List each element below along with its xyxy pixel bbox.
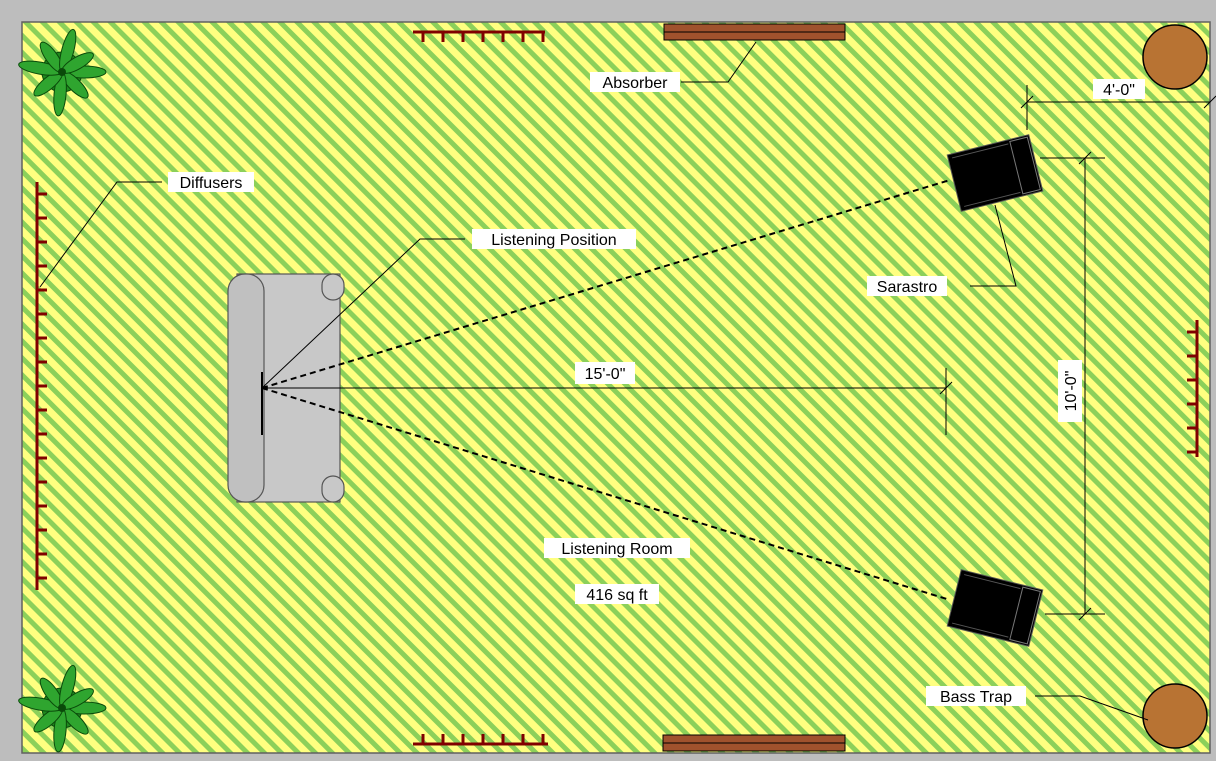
dimension-10ft bbox=[1040, 151, 1105, 621]
absorber-label: Absorber bbox=[603, 75, 669, 92]
room-name-label: Listening Room bbox=[561, 541, 672, 558]
speaker-label: Sarastro bbox=[877, 279, 938, 296]
bass-trap-icon bbox=[1142, 24, 1208, 90]
dimension-15ft-label: 15'-0" bbox=[585, 366, 626, 383]
dimension-15ft bbox=[262, 368, 953, 435]
leader-lines bbox=[39, 41, 1149, 721]
dimension-4ft-label: 4'-0" bbox=[1103, 82, 1135, 99]
bass-trap-icon bbox=[1142, 683, 1208, 749]
plant-icon bbox=[18, 664, 107, 753]
plant-icon bbox=[18, 28, 107, 117]
diffuser-right bbox=[1187, 320, 1199, 457]
listening-position-label: Listening Position bbox=[491, 232, 616, 249]
room-area-label: 416 sq ft bbox=[586, 587, 648, 604]
dimension-10ft-label: 10'-0" bbox=[1063, 371, 1080, 412]
absorber-bottom bbox=[662, 734, 846, 752]
diffuser-top bbox=[413, 30, 545, 42]
diffusers-label: Diffusers bbox=[180, 175, 243, 192]
diffuser-bottom bbox=[413, 734, 548, 746]
dimension-4ft bbox=[1020, 85, 1216, 130]
diffuser-left bbox=[35, 182, 47, 590]
bass-trap-label: Bass Trap bbox=[940, 689, 1012, 706]
speaker-icon bbox=[946, 134, 1044, 212]
speaker-icon bbox=[946, 569, 1044, 647]
absorber-top bbox=[663, 23, 846, 41]
